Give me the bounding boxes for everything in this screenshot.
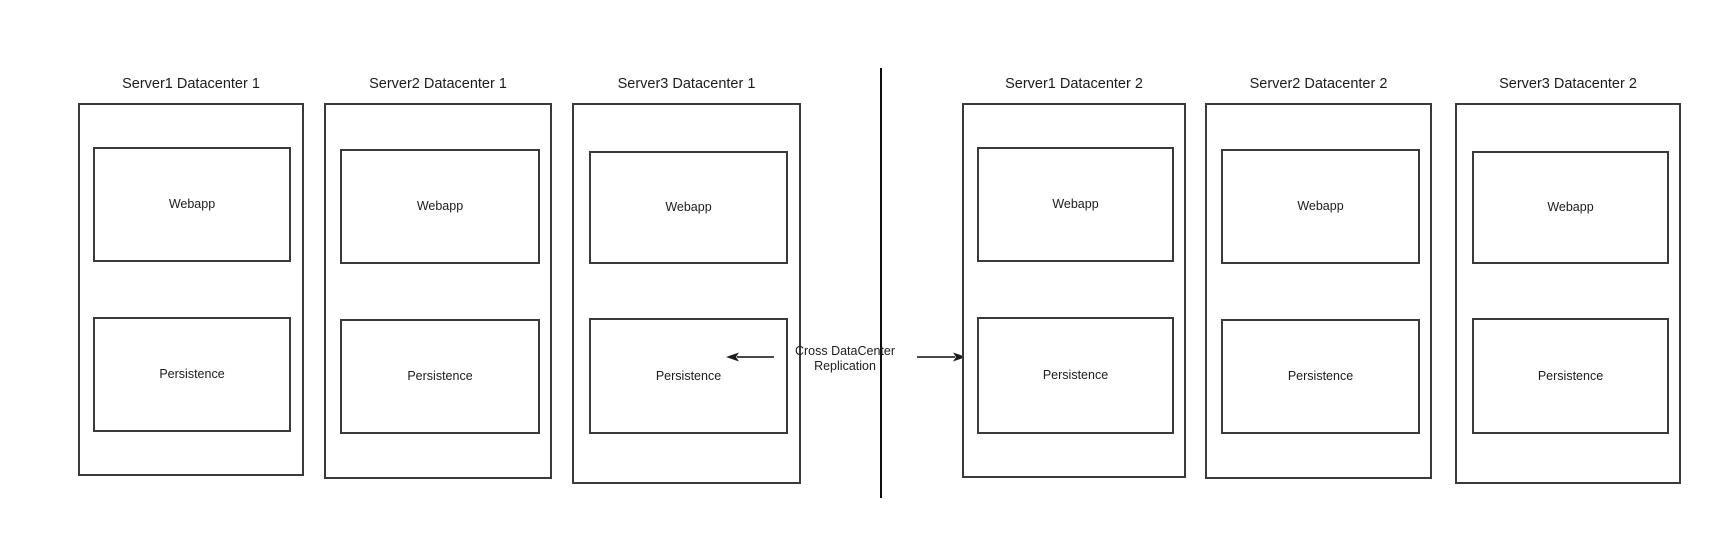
server-title: Server1 Datacenter 1 <box>122 76 260 92</box>
replication-arrow-left-icon <box>726 352 774 362</box>
server-title: Server1 Datacenter 2 <box>1005 76 1143 92</box>
component-label: Persistence <box>655 368 722 383</box>
component-box-webapp[interactable]: Webapp <box>1472 151 1669 264</box>
replication-label-line1: Cross DataCenter <box>794 344 896 358</box>
component-label: Persistence <box>407 369 473 383</box>
server-title: Server2 Datacenter 1 <box>369 76 507 92</box>
server-box[interactable]: Webapp Persistence <box>1455 103 1681 484</box>
server-box[interactable]: Webapp Persistence <box>324 103 552 479</box>
component-label: Webapp <box>168 197 216 211</box>
server-group-dc1-server2: Server2 Datacenter 1 Webapp Persistence <box>324 76 552 479</box>
server-group-dc1-server1: Server1 Datacenter 1 Webapp Persistence <box>78 76 304 476</box>
component-label: Persistence <box>1537 368 1604 383</box>
replication-label-line2: Replication <box>814 359 876 373</box>
component-label: Webapp <box>416 199 464 213</box>
server-box[interactable]: Webapp Persistence <box>1205 103 1432 479</box>
component-box-persistence[interactable]: Persistence <box>93 317 291 432</box>
component-box-persistence[interactable]: Persistence <box>977 317 1174 434</box>
server-group-dc2-server3: Server3 Datacenter 2 Webapp Persistence <box>1455 76 1681 484</box>
component-box-persistence[interactable]: Persistence <box>340 319 540 434</box>
component-label: Webapp <box>1297 199 1344 213</box>
server-title: Server2 Datacenter 2 <box>1249 76 1388 92</box>
component-box-persistence[interactable]: Persistence <box>589 318 788 434</box>
component-label: Webapp <box>1052 197 1099 211</box>
component-label: Persistence <box>1042 368 1109 382</box>
server-title: Server3 Datacenter 1 <box>617 76 756 92</box>
component-box-webapp[interactable]: Webapp <box>340 149 540 264</box>
component-label: Persistence <box>159 367 225 381</box>
component-box-webapp[interactable]: Webapp <box>589 151 788 264</box>
component-box-persistence[interactable]: Persistence <box>1221 319 1420 434</box>
component-label: Webapp <box>665 200 712 214</box>
server-group-dc2-server2: Server2 Datacenter 2 Webapp Persistence <box>1205 76 1432 479</box>
server-group-dc1-server3: Server3 Datacenter 1 Webapp Persistence <box>572 76 801 484</box>
replication-arrow-right-icon <box>917 352 966 362</box>
cross-datacenter-replication: Cross DataCenter Replication <box>725 338 966 382</box>
component-box-webapp[interactable]: Webapp <box>977 147 1174 262</box>
server-box[interactable]: Webapp Persistence <box>572 103 801 484</box>
component-label: Webapp <box>1547 200 1594 214</box>
server-group-dc2-server1: Server1 Datacenter 2 Webapp Persistence <box>962 76 1186 478</box>
datacenter-divider-line <box>880 68 882 498</box>
component-box-webapp[interactable]: Webapp <box>93 147 291 262</box>
component-label: Persistence <box>1287 369 1354 383</box>
component-box-persistence[interactable]: Persistence <box>1472 318 1669 434</box>
component-box-webapp[interactable]: Webapp <box>1221 149 1420 264</box>
server-box[interactable]: Webapp Persistence <box>962 103 1186 478</box>
server-title: Server3 Datacenter 2 <box>1499 76 1637 92</box>
server-box[interactable]: Webapp Persistence <box>78 103 304 476</box>
